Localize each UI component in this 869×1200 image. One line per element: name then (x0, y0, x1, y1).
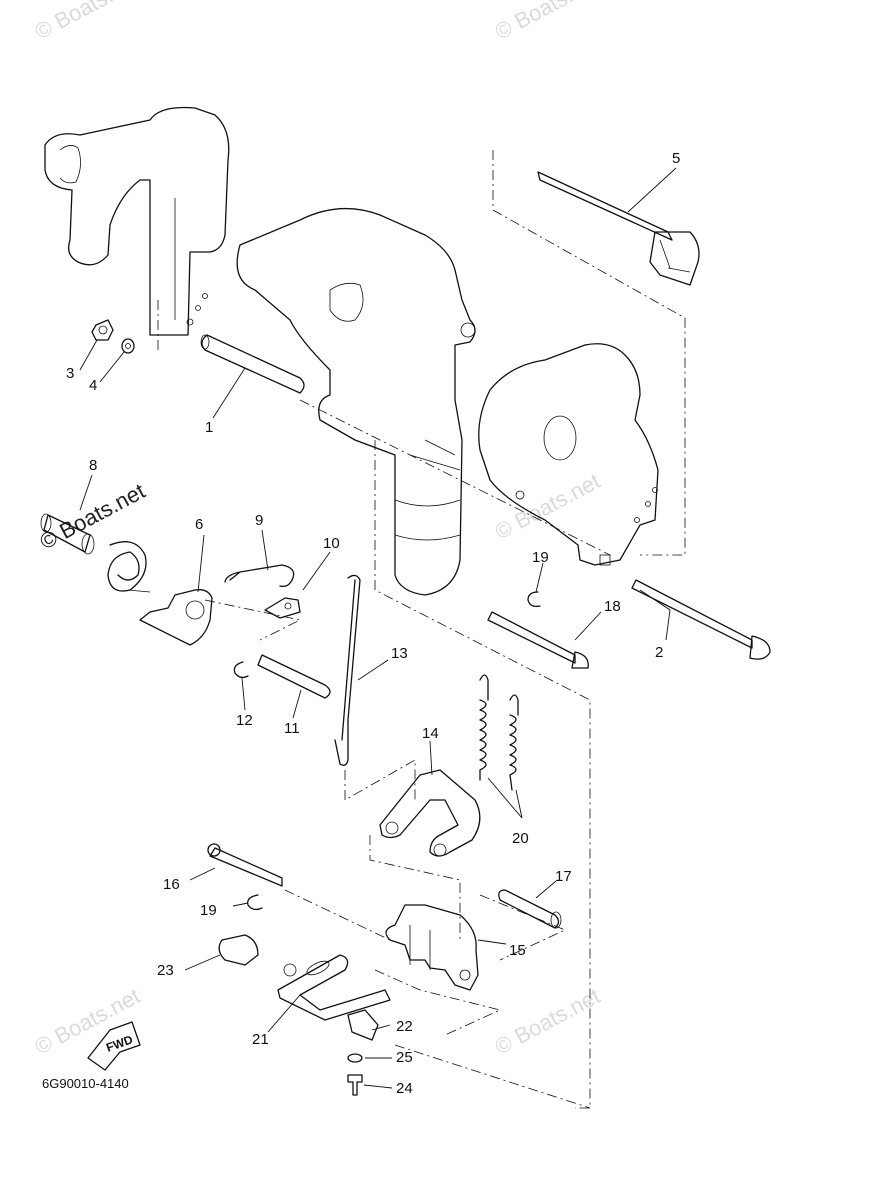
part-23-cap (218, 934, 259, 966)
callout-10: 10 (323, 535, 340, 552)
callout-19b: 19 (200, 902, 217, 919)
assembly-lines (157, 150, 686, 1109)
callout-18: 18 (604, 598, 621, 615)
part-13-rod (334, 574, 361, 766)
part-15-bracket (385, 904, 479, 991)
callout-25: 25 (396, 1049, 413, 1066)
part-1-pin (200, 334, 305, 394)
swivel-bracket (44, 106, 230, 336)
part-5-shaft (537, 171, 700, 286)
part-24-screw (347, 1074, 363, 1096)
callout-5: 5 (672, 150, 680, 167)
callout-14: 14 (422, 725, 439, 742)
callout-2: 2 (655, 644, 663, 661)
watermark: © Boats.net (491, 468, 605, 544)
part-8-bushing (40, 513, 95, 555)
part-6-bracket (139, 589, 213, 646)
part-20-springs (479, 674, 519, 791)
callout-4: 4 (89, 377, 97, 394)
watermark: © Boats.net (31, 0, 145, 44)
callout-22: 22 (396, 1018, 413, 1035)
callout-8: 8 (89, 457, 97, 474)
part-11-pin (257, 654, 331, 699)
callout-12: 12 (236, 712, 253, 729)
callouts: 1 2 3 4 5 6 8 9 10 11 12 13 14 15 16 17 … (66, 150, 680, 1097)
part-19-clip (527, 591, 541, 608)
callout-21: 21 (252, 1031, 269, 1048)
callout-9: 9 (255, 512, 263, 529)
part-22-clamp (347, 1009, 379, 1041)
part-18-bolt (487, 611, 589, 669)
part-7-spring (107, 541, 151, 593)
part-14-yoke (379, 769, 481, 857)
callout-13: 13 (391, 645, 408, 662)
part-25-washer (347, 1053, 363, 1063)
callout-6: 6 (195, 516, 203, 533)
callout-17: 17 (555, 868, 572, 885)
callout-3: 3 (66, 365, 74, 382)
watermarks: © Boats.net © Boats.net © Boats.net © Bo… (31, 0, 605, 1059)
part-16-bolt (207, 843, 283, 887)
watermark: © Boats.net (491, 0, 605, 44)
part-4-washer (121, 338, 135, 354)
part-19b-clip (247, 894, 263, 911)
diagram-code: 6G90010-4140 (42, 1076, 129, 1091)
callout-23: 23 (157, 962, 174, 979)
callout-15: 15 (509, 942, 526, 959)
callout-11: 11 (284, 720, 300, 737)
part-12-clip (233, 661, 249, 679)
callout-16: 16 (163, 876, 180, 893)
clamp-bracket (478, 343, 659, 566)
part-9-spring (224, 564, 295, 588)
swivel-housing (236, 207, 476, 596)
callout-19a: 19 (532, 549, 549, 566)
callout-20: 20 (512, 830, 529, 847)
part-3-nut (91, 319, 114, 341)
watermark: © Boats.net (491, 983, 605, 1059)
fwd-label: FWD (104, 1032, 135, 1055)
callout-24: 24 (396, 1080, 413, 1097)
part-21-plate (277, 954, 391, 1021)
leader-lines (79, 167, 677, 1089)
fwd-arrow: FWD (87, 1021, 141, 1071)
callout-1: 1 (205, 419, 213, 436)
part-10-bracket (264, 597, 301, 619)
part-17-roller (498, 889, 562, 929)
part-2-bolt (631, 579, 771, 660)
